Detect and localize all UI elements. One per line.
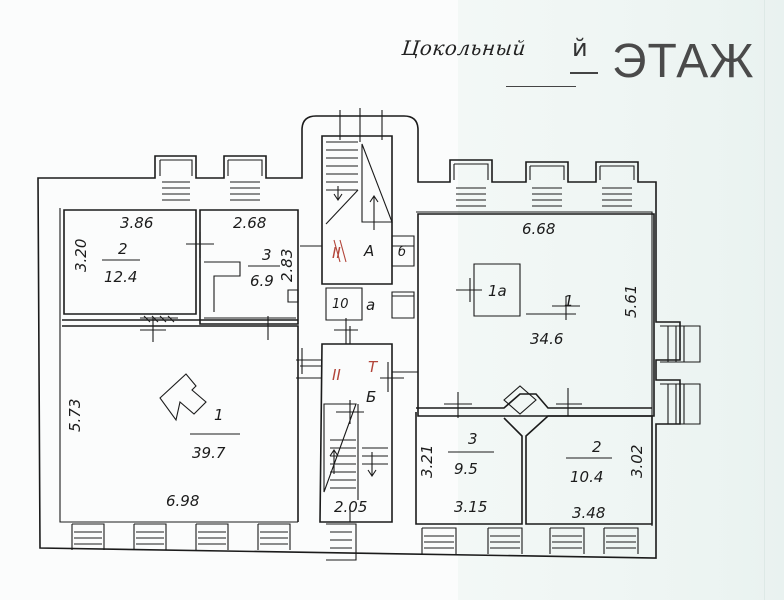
room-right-1a-number: 1a: [488, 282, 507, 300]
sheet-shading: [458, 0, 784, 600]
dim-205: 2.05: [334, 498, 367, 516]
dim-698: 6.98: [166, 492, 199, 510]
title-main: ЭТАЖ: [612, 35, 755, 88]
room-left-3-area: 6.9: [250, 272, 274, 290]
room-right-3-number: 3: [468, 430, 478, 448]
stair-a-room-a: а: [366, 296, 375, 314]
dim-283: 2.83: [278, 249, 296, 282]
right-block-walls: [415, 213, 655, 525]
stair-b-sub: Т: [368, 358, 379, 376]
dim-320: 3.20: [72, 239, 90, 272]
window-niches: [71, 159, 701, 561]
room-left-2-number: 2: [118, 240, 128, 258]
title-underline: [506, 86, 576, 87]
dim-573: 5.73: [66, 399, 84, 432]
room-left-1-number: 1: [214, 406, 224, 424]
stair-a-roman: II: [332, 244, 341, 262]
room-right-3-area: 9.5: [454, 460, 478, 478]
stair-b-label: Б: [366, 388, 376, 406]
stair-core: [296, 108, 418, 523]
dim-268: 2.68: [233, 214, 266, 232]
dim-386: 3.86: [120, 214, 153, 232]
room-right-1-number: 1: [564, 292, 574, 310]
room-left-3-number: 3: [262, 246, 272, 264]
stair-a-room-b: б: [398, 245, 406, 260]
dim-315: 3.15: [454, 498, 487, 516]
room-left-1-area: 39.7: [192, 444, 226, 462]
outer-walls: [37, 115, 681, 559]
stair-b-roman: II: [332, 366, 341, 384]
room-right-1-area: 34.6: [530, 330, 563, 348]
crosshair-marks: [140, 232, 582, 424]
dim-561: 5.61: [622, 285, 640, 318]
room-right-2-number: 2: [592, 438, 602, 456]
dim-668: 6.68: [522, 220, 555, 238]
left-block-walls: [62, 209, 299, 522]
room-left-2-area: 12.4: [104, 268, 137, 286]
dim-348: 3.48: [572, 504, 605, 522]
wc-symbol: 10: [332, 297, 349, 312]
stair-a-label: А: [363, 242, 374, 260]
room-right-2-area: 10.4: [570, 468, 603, 486]
sheet-edge-line: [764, 0, 765, 600]
title-suffix-underline: [570, 72, 598, 74]
dim-302: 3.02: [628, 445, 646, 478]
title-suffix: й: [572, 34, 588, 62]
dim-321: 3.21: [418, 445, 436, 478]
room-labels: 3.86 2.68 3.20 2.83 2 12.4 3 6.9 1 39.7 …: [66, 214, 646, 522]
